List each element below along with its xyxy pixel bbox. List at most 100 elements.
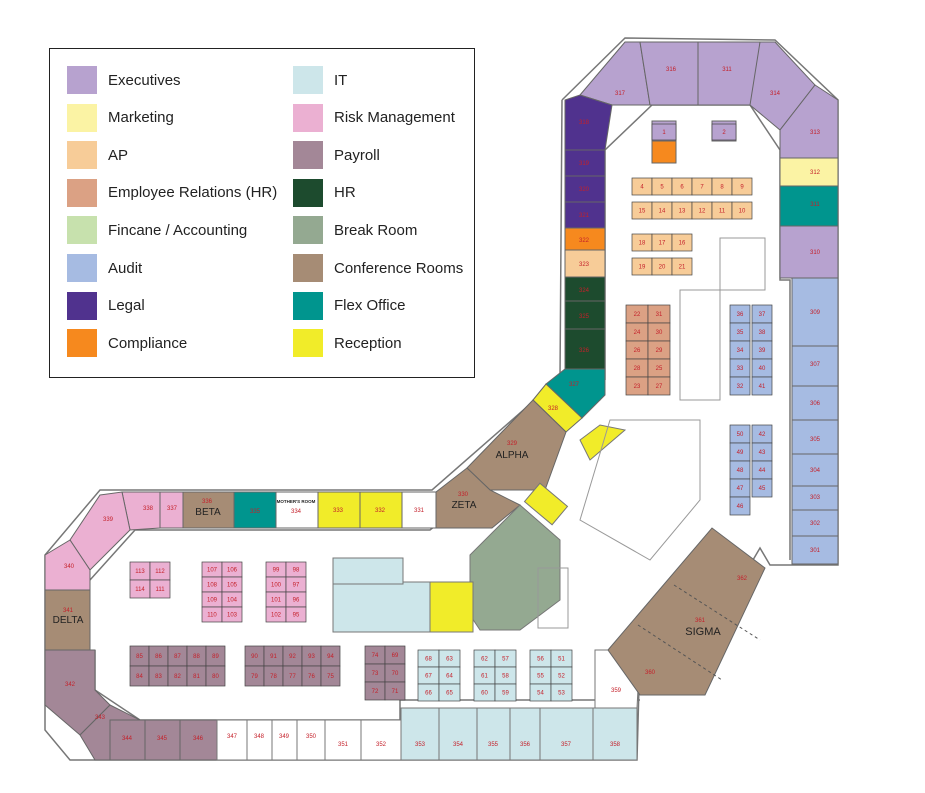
cubicle-number: 7: [700, 185, 704, 191]
room-340[interactable]: [44, 539, 91, 591]
room-326[interactable]: [564, 328, 606, 370]
room-357[interactable]: [539, 707, 594, 761]
cubicle[interactable]: [384, 681, 406, 701]
room-353[interactable]: [400, 707, 440, 761]
it-room-b[interactable]: [332, 557, 404, 585]
room-320[interactable]: [564, 175, 606, 203]
cubicle[interactable]: [751, 376, 773, 396]
room-number: 339: [103, 517, 114, 523]
cubicle-number: 39: [759, 348, 766, 354]
room-348[interactable]: [246, 719, 273, 761]
room-324[interactable]: [564, 276, 606, 302]
reception-desk[interactable]: [429, 581, 474, 633]
room-336-beta[interactable]: [182, 491, 235, 529]
room-358[interactable]: [592, 707, 638, 761]
cubicle[interactable]: [550, 683, 573, 702]
cubicle[interactable]: [149, 579, 171, 599]
cubicle-number: 16: [679, 241, 686, 247]
cubicle-number: 48: [737, 468, 744, 474]
room-number: 352: [376, 742, 387, 748]
cubicle[interactable]: [751, 478, 773, 498]
room-311[interactable]: [697, 41, 761, 106]
cubicle-number: 80: [212, 674, 219, 680]
room-number: 323: [579, 262, 590, 268]
room-number: 307: [810, 362, 821, 368]
room-341-delta[interactable]: [44, 589, 91, 651]
cubicle-number: 19: [639, 265, 646, 271]
room-309[interactable]: [791, 277, 839, 347]
room-number: 346: [193, 736, 204, 742]
room-361-sigma[interactable]: [607, 527, 766, 696]
cubicle[interactable]: [494, 683, 517, 702]
room-347[interactable]: [216, 719, 248, 761]
room-334[interactable]: [275, 491, 319, 529]
room-319[interactable]: [564, 149, 606, 177]
southwest-row: [44, 649, 218, 761]
room-354[interactable]: [438, 707, 478, 761]
room-356[interactable]: [509, 707, 541, 761]
cubicle-number: 58: [502, 674, 509, 680]
room-346[interactable]: [179, 719, 218, 761]
cubicle[interactable]: [221, 606, 243, 623]
cubicle-number: 83: [155, 674, 162, 680]
reception-east[interactable]: [579, 424, 627, 461]
cubicle-number: 109: [207, 598, 218, 604]
room-number: 336: [202, 499, 213, 505]
it-room-a[interactable]: [332, 581, 431, 633]
cubicle[interactable]: [729, 376, 751, 396]
room-351[interactable]: [324, 719, 362, 761]
room-301[interactable]: [791, 535, 839, 565]
legend-label: IT: [334, 71, 348, 89]
room-303[interactable]: [791, 485, 839, 511]
cubicle[interactable]: [438, 683, 461, 702]
room-332[interactable]: [359, 491, 403, 529]
cubicle-number: 22: [634, 312, 641, 318]
cubicle-number: 88: [193, 654, 200, 660]
cubicle-number: 46: [737, 504, 744, 510]
room-339[interactable]: [69, 491, 131, 571]
room-323[interactable]: [564, 249, 606, 278]
room-305[interactable]: [791, 419, 839, 455]
cubicle[interactable]: [729, 496, 751, 516]
room-352[interactable]: [360, 719, 402, 761]
room-318[interactable]: [564, 94, 613, 151]
cubicle[interactable]: [731, 201, 753, 220]
room-345[interactable]: [144, 719, 181, 761]
room-344[interactable]: [109, 719, 146, 761]
reception-booth[interactable]: [523, 482, 569, 526]
cubicle[interactable]: [285, 606, 307, 623]
legend-swatch: [293, 329, 323, 358]
cubicle-number: 90: [251, 654, 258, 660]
cubicle-number: 64: [446, 674, 453, 680]
room-355[interactable]: [476, 707, 511, 761]
room-325[interactable]: [564, 300, 606, 330]
room-307[interactable]: [791, 345, 839, 387]
central-core: [332, 237, 766, 633]
room-311b[interactable]: [779, 185, 839, 227]
cubicle[interactable]: [711, 123, 737, 141]
room-350[interactable]: [296, 719, 326, 761]
cubicle[interactable]: [651, 123, 677, 141]
cubicle[interactable]: [671, 233, 693, 252]
room-number: 330: [458, 492, 469, 498]
room-349[interactable]: [271, 719, 298, 761]
room-number: 327: [569, 382, 580, 388]
cubicle[interactable]: [647, 376, 671, 396]
room-number: 347: [227, 734, 238, 740]
room-302[interactable]: [791, 509, 839, 537]
cubicle[interactable]: [731, 177, 753, 196]
room-306[interactable]: [791, 385, 839, 421]
room-number: 332: [375, 508, 386, 514]
conference-sigma: SIGMA: [685, 626, 721, 638]
cubicle[interactable]: [320, 665, 341, 687]
cubicle-number: 79: [251, 674, 258, 680]
cubicle-number: 13: [679, 209, 686, 215]
cubicle[interactable]: [671, 257, 693, 276]
cubicle-number: 106: [227, 568, 238, 574]
room-316[interactable]: [639, 41, 699, 106]
cubicle-number: 75: [327, 674, 334, 680]
room-333[interactable]: [317, 491, 361, 529]
cubicle-number: 33: [737, 366, 744, 372]
cubicle[interactable]: [205, 665, 226, 687]
